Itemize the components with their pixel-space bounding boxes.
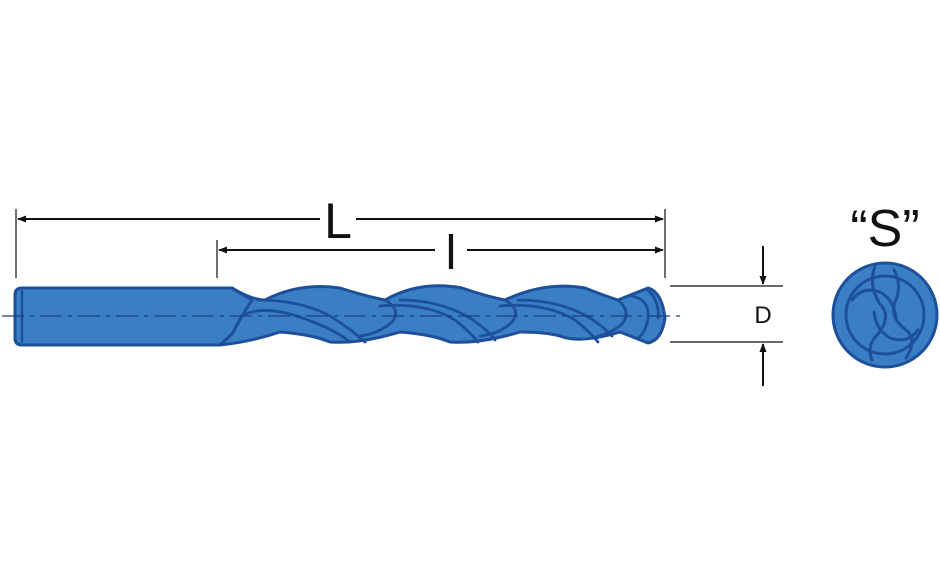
helix-line-1 bbox=[240, 309, 352, 344]
dimension-overall-length: L bbox=[17, 193, 664, 249]
dimension-label-D: D bbox=[754, 302, 771, 329]
section-type-label: “S” bbox=[850, 200, 919, 258]
section-flute-curve-left bbox=[850, 288, 898, 320]
tip-cutting-edge bbox=[630, 294, 650, 340]
flute-helix-lines bbox=[240, 288, 660, 344]
section-flute-curve-right bbox=[872, 310, 920, 342]
helix-line-8 bbox=[516, 298, 614, 338]
helix-line-2 bbox=[256, 298, 367, 344]
helix-line-9 bbox=[596, 298, 628, 338]
dimension-flute-length: l bbox=[218, 227, 664, 280]
section-web-upper bbox=[868, 264, 887, 362]
tip-chisel-edge bbox=[646, 288, 660, 320]
dimension-label-L: L bbox=[324, 193, 352, 249]
dimension-label-l: l bbox=[446, 227, 457, 280]
section-inner-circle bbox=[844, 274, 926, 356]
dimension-diameter: D bbox=[754, 246, 772, 386]
cross-section-view: “S” bbox=[831, 200, 939, 369]
extension-lines bbox=[15, 209, 783, 343]
helix-line-7 bbox=[498, 303, 600, 344]
helix-line-4 bbox=[378, 303, 480, 344]
drill-bit bbox=[13, 284, 667, 347]
